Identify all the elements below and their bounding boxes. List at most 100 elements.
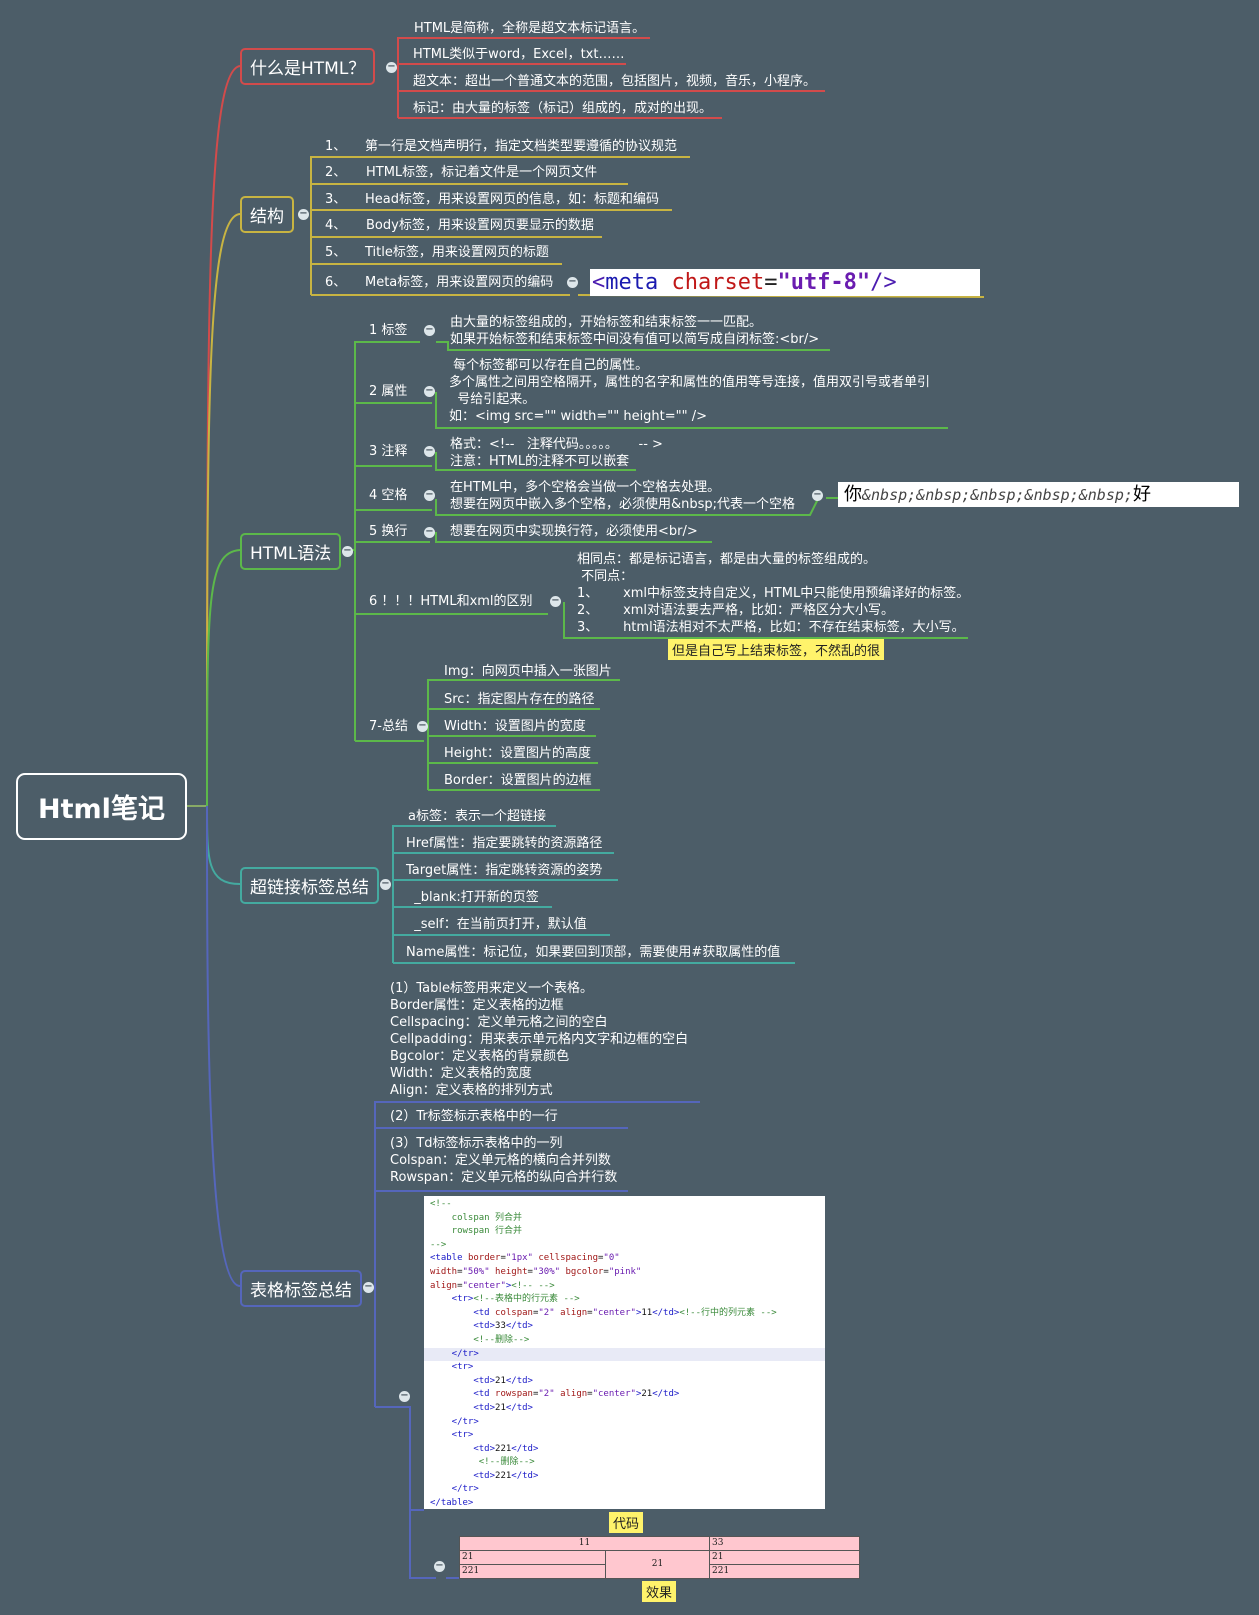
code-line: </tr> [424, 1347, 825, 1362]
collapse-icon[interactable]: − [417, 720, 428, 732]
leaf-structure-4[interactable]: Body标签，用来设置网页要显示的数据 [366, 218, 594, 233]
result-cell: 21 [459, 1550, 606, 1565]
code-line: width="50%" height="30%" bgcolor="pink" [430, 1266, 642, 1277]
collapse-icon[interactable]: − [386, 61, 397, 73]
collapse-icon[interactable]: − [812, 489, 823, 501]
connector-section5 [206, 805, 241, 1287]
connector-section3 [206, 549, 241, 807]
code-line: <tr> [430, 1430, 474, 1441]
collapse-icon[interactable]: − [298, 208, 309, 220]
result-cell: 21 [709, 1550, 861, 1565]
link-target[interactable]: Target属性：指定跳转资源的姿势 [406, 863, 603, 878]
leaf-structure-1[interactable]: 第一行是文档声明行，指定文档类型要遵循的协议规范 [365, 139, 678, 154]
summary-border[interactable]: Border：设置图片的边框 [444, 773, 592, 788]
link-a-tag[interactable]: a标签：表示一个超链接 [408, 809, 546, 824]
leaf-structure-5[interactable]: Title标签，用来设置网页的标题 [365, 245, 549, 260]
syntax-xml-label[interactable]: 6 ！！！HTML和xml的区别 [369, 594, 533, 609]
leaf-structure-5-num: 5、 [325, 245, 347, 260]
nbsp-last-char: 好 [1132, 484, 1151, 505]
xml-note: 但是自己写上结束标签，不然乱的很 [668, 639, 885, 660]
summary-height[interactable]: Height：设置图片的高度 [444, 746, 591, 761]
summary-src[interactable]: Src：指定图片存在的路径 [444, 692, 595, 707]
code-line: <td colspan="2" align="center">11</td><!… [430, 1307, 777, 1318]
tr-tag-desc[interactable]: (2）Tr标签标示表格中的一行 [390, 1109, 558, 1124]
result-cell: 221 [459, 1564, 606, 1579]
link-name[interactable]: Name属性：标记位，如果要回到顶部，需要使用#获取属性的值 [406, 945, 781, 960]
leaf-structure-1-num: 1、 [325, 139, 347, 154]
collapse-icon[interactable]: − [424, 526, 435, 538]
table-tag-desc[interactable]: (1）Table标签用来定义一个表格。 Border属性：定义表格的边框 Cel… [390, 981, 689, 1098]
syntax-xml-text[interactable]: 相同点：都是标记语言，都是由大量的标签组成的。 不同点： 1、 xml中标签支持… [577, 552, 970, 635]
link-href[interactable]: Href属性：指定要跳转的资源路径 [406, 836, 603, 851]
leaf-structure-3[interactable]: Head标签，用来设置网页的信息，如：标题和编码 [365, 192, 659, 207]
syntax-space-text[interactable]: 在HTML中，多个空格会当做一个空格去处理。 想要在网页中嵌入多个空格，必须使用… [450, 480, 796, 512]
leaf-hypertext[interactable]: 超文本：超出一个普通文本的范围，包括图片，视频，音乐，小程序。 [413, 74, 817, 89]
link-blank[interactable]: _blank:打开新的页签 [406, 890, 539, 905]
leaf-structure-2-num: 2、 [325, 165, 347, 180]
connector-section2 [206, 213, 241, 807]
leaf-structure-6-num: 6、 [325, 275, 347, 290]
syntax-comment-text[interactable]: 格式：<!-- 注释代码。。。。。 -- > 注意：HTML的注释不可以嵌套 [450, 437, 663, 469]
code-line: <table border="1px" cellspacing="0" [430, 1253, 620, 1264]
table-code-screenshot: <!-- colspan 列合并 rowspan 行合并--><table bo… [424, 1196, 825, 1509]
code-line: <td>21</td> [430, 1375, 533, 1386]
collapse-icon[interactable]: − [424, 385, 435, 397]
td-tag-desc[interactable]: (3）Td标签标示表格中的一列 Colspan：定义单元格的横向合并列数 Row… [390, 1136, 618, 1185]
link-self[interactable]: _self：在当前页打开，默认值 [406, 917, 587, 932]
syntax-attr-label[interactable]: 2 属性 [369, 384, 408, 399]
syntax-comment-label[interactable]: 3 注释 [369, 444, 408, 459]
collapse-icon[interactable]: − [424, 324, 435, 336]
meta-code-image: <meta charset="utf-8"/> [590, 269, 980, 296]
code-line: </tr> [430, 1484, 479, 1495]
summary-width[interactable]: Width：设置图片的宽度 [444, 719, 586, 734]
syntax-attr-text[interactable]: 每个标签都可以存在自己的属性。 多个属性之间用空格隔开，属性的名字和属性的值用等… [449, 358, 931, 424]
leaf-markup[interactable]: 标记：由大量的标签（标记）组成的，成对的出现。 [413, 101, 713, 116]
connector-section1 [206, 65, 241, 807]
collapse-icon[interactable]: − [434, 1560, 445, 1572]
collapse-icon[interactable]: − [424, 489, 435, 501]
syntax-linebreak-label[interactable]: 5 换行 [369, 524, 408, 539]
code-line: <tr> [430, 1362, 474, 1373]
code-line: <!--删除--> [430, 1457, 535, 1468]
code-line: <td>221</td> [430, 1470, 539, 1481]
meta-end: /> [870, 270, 897, 295]
branch-html-syntax[interactable]: HTML语法 [240, 533, 342, 570]
code-line: <tr><!--表格中的行元素 --> [430, 1294, 580, 1305]
nbsp-example-image: 你&nbsp;&nbsp;&nbsp;&nbsp;&nbsp;好 [838, 482, 1239, 507]
nbsp-entities: &nbsp;&nbsp;&nbsp;&nbsp;&nbsp; [862, 486, 1133, 504]
code-line: <!--删除--> [430, 1334, 530, 1345]
branch-what-is-html[interactable]: 什么是HTML？ [240, 48, 376, 85]
branch-structure[interactable]: 结构 [240, 196, 294, 233]
root-node[interactable]: Html笔记 [16, 773, 187, 840]
nbsp-first-char: 你 [844, 484, 862, 505]
collapse-icon[interactable]: − [363, 1281, 374, 1293]
collapse-icon[interactable]: − [399, 1390, 410, 1402]
connector-section4 [206, 805, 241, 885]
syntax-tag-text[interactable]: 由大量的标签组成的，开始标签和结束标签一一匹配。 如果开始标签和结束标签中间没有… [450, 315, 820, 347]
code-line: <td>221</td> [430, 1443, 539, 1454]
collapse-icon[interactable]: − [342, 545, 353, 557]
code-line: <td>33</td> [430, 1321, 533, 1332]
leaf-structure-3-num: 3、 [325, 192, 347, 207]
leaf-html-definition[interactable]: HTML是简称，全称是超文本标记语言。 [414, 21, 646, 36]
result-cell: 11 [458, 1536, 711, 1551]
syntax-linebreak-text[interactable]: 想要在网页中实现换行符，必须使用<br/> [450, 524, 698, 539]
collapse-icon[interactable]: − [567, 276, 578, 288]
code-line: <td rowspan="2" align="center">21</td> [430, 1389, 680, 1400]
syntax-tag-label[interactable]: 1 标签 [369, 323, 408, 338]
collapse-icon[interactable]: − [550, 595, 561, 607]
branch-hyperlink[interactable]: 超链接标签总结 [240, 867, 379, 904]
leaf-html-similar[interactable]: HTML类似于word，Excel，txt…… [413, 47, 625, 62]
code-note: 代码 [609, 1512, 644, 1533]
syntax-summary-label[interactable]: 7-总结 [369, 719, 408, 734]
meta-tag: meta [605, 270, 659, 295]
leaf-structure-6[interactable]: Meta标签，用来设置网页的编码 [365, 275, 554, 290]
leaf-structure-2[interactable]: HTML标签，标记着文件是一个网页文件 [366, 165, 598, 180]
code-line: rowspan 行合并 [430, 1226, 523, 1237]
summary-img[interactable]: Img：向网页中插入一张图片 [444, 664, 612, 679]
syntax-space-label[interactable]: 4 空格 [369, 488, 408, 503]
result-cell: 21 [604, 1550, 711, 1579]
collapse-icon[interactable]: − [380, 878, 391, 890]
branch-table[interactable]: 表格标签总结 [240, 1270, 362, 1307]
collapse-icon[interactable]: − [424, 445, 435, 457]
